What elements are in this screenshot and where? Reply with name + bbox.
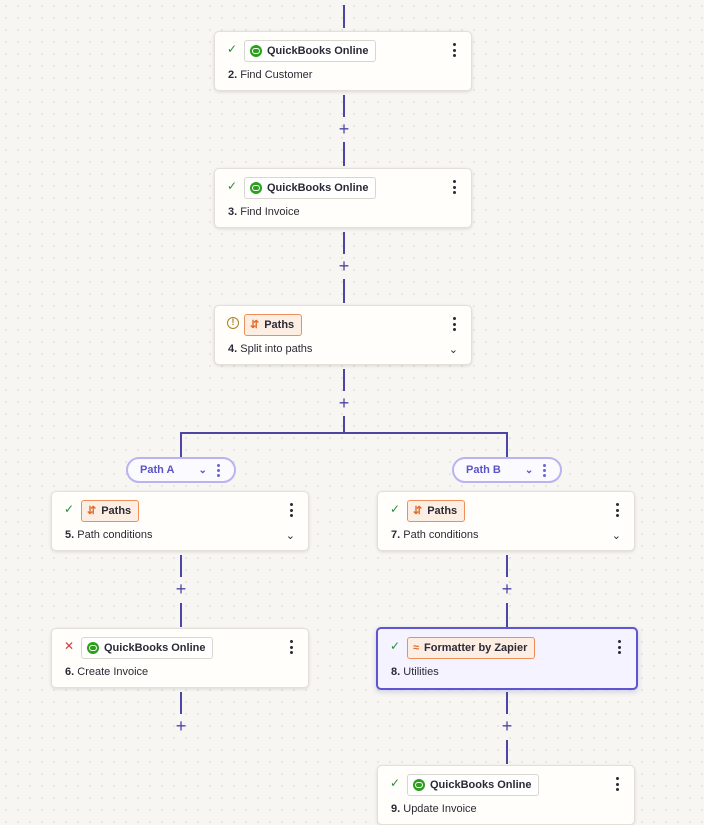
path-a-pill[interactable]: Path A ⌄ [126,457,236,483]
app-badge: QuickBooks Online [81,637,214,659]
more-options-icon[interactable] [616,503,620,517]
check-icon: ✓ [227,42,238,56]
step-card-9[interactable]: ✓ QuickBooks Online 9. Update Invoice [377,765,635,825]
add-step-button[interactable]: + [175,716,187,736]
add-step-button[interactable]: + [501,716,513,736]
path-b-pill[interactable]: Path B ⌄ [452,457,562,483]
check-icon: ✓ [390,502,401,516]
step-card-3[interactable]: ✓ QuickBooks Online 3. Find Invoice [214,168,472,228]
step-title: 7. Path conditions [391,529,479,541]
connector-line [343,95,345,117]
check-icon: ✓ [390,639,401,653]
app-name: QuickBooks Online [267,182,369,194]
more-options-icon[interactable] [290,640,294,654]
add-step-button[interactable]: + [338,256,350,276]
app-badge: ⇵ Paths [407,500,466,522]
step-card-7[interactable]: ✓ ⇵ Paths 7. Path conditions ⌄ [377,491,635,551]
app-name: QuickBooks Online [267,45,369,57]
paths-icon: ⇵ [87,504,97,517]
connector-line [180,432,182,458]
error-icon: ✕ [64,639,75,653]
app-name: QuickBooks Online [104,642,206,654]
step-card-8[interactable]: ✓ ≈ Formatter by Zapier 8. Utilities [376,627,638,690]
app-name: Paths [101,505,132,517]
paths-icon: ⇵ [250,318,260,331]
add-step-button[interactable]: + [338,119,350,139]
app-badge: QuickBooks Online [407,774,540,796]
check-icon: ✓ [390,776,401,790]
app-badge: QuickBooks Online [244,177,377,199]
step-title: 5. Path conditions [65,529,153,541]
step-title: 2. Find Customer [228,69,313,81]
add-step-button[interactable]: + [501,579,513,599]
quickbooks-icon [250,45,262,57]
step-card-4[interactable]: ! ⇵ Paths 4. Split into paths ⌄ [214,305,472,365]
more-options-icon[interactable] [290,503,294,517]
connector-line [506,555,508,577]
more-options-icon[interactable] [616,777,620,791]
app-name: Paths [264,319,295,331]
quickbooks-icon [250,182,262,194]
more-options-icon[interactable] [216,463,220,477]
connector-line [343,5,345,28]
app-badge: ⇵ Paths [244,314,303,336]
app-badge: ⇵ Paths [81,500,140,522]
step-title: 3. Find Invoice [228,206,300,218]
connector-line [343,369,345,391]
quickbooks-icon [413,779,425,791]
paths-icon: ⇵ [413,504,423,517]
add-step-button[interactable]: + [175,579,187,599]
app-name: Paths [427,505,458,517]
step-title: 4. Split into paths [228,343,313,355]
step-card-2[interactable]: ✓ QuickBooks Online 2. Find Customer [214,31,472,91]
chevron-down-icon[interactable]: ⌄ [524,464,534,476]
path-label: Path B [466,464,501,476]
chevron-down-icon[interactable]: ⌄ [285,530,295,542]
branch-line [180,432,508,434]
step-title: 9. Update Invoice [391,803,477,815]
more-options-icon[interactable] [453,43,457,57]
app-name: QuickBooks Online [430,779,532,791]
connector-line [180,692,182,714]
quickbooks-icon [87,642,99,654]
step-title: 6. Create Invoice [65,666,149,678]
connector-line [506,432,508,458]
check-icon: ✓ [227,179,238,193]
connector-line [343,142,345,166]
step-card-5[interactable]: ✓ ⇵ Paths 5. Path conditions ⌄ [51,491,309,551]
app-badge: QuickBooks Online [244,40,377,62]
connector-line [343,232,345,254]
formatter-icon: ≈ [413,641,420,654]
connector-line [180,603,182,627]
connector-line [180,555,182,577]
connector-line [506,603,508,627]
more-options-icon[interactable] [543,463,547,477]
more-options-icon[interactable] [453,180,457,194]
step-card-6[interactable]: ✕ QuickBooks Online 6. Create Invoice [51,628,309,688]
warning-icon: ! [227,317,239,329]
connector-line [506,740,508,764]
connector-line [343,416,345,433]
add-step-button[interactable]: + [338,393,350,413]
chevron-down-icon[interactable]: ⌄ [198,464,207,476]
app-badge: ≈ Formatter by Zapier [407,637,536,659]
step-title: 8. Utilities [391,666,439,678]
app-name: Formatter by Zapier [424,642,528,654]
chevron-down-icon[interactable]: ⌄ [448,344,458,356]
more-options-icon[interactable] [453,317,457,331]
check-icon: ✓ [64,502,75,516]
more-options-icon[interactable] [618,640,622,654]
connector-line [506,692,508,714]
connector-line [343,279,345,303]
chevron-down-icon[interactable]: ⌄ [611,530,621,542]
path-label: Path A [140,464,175,476]
